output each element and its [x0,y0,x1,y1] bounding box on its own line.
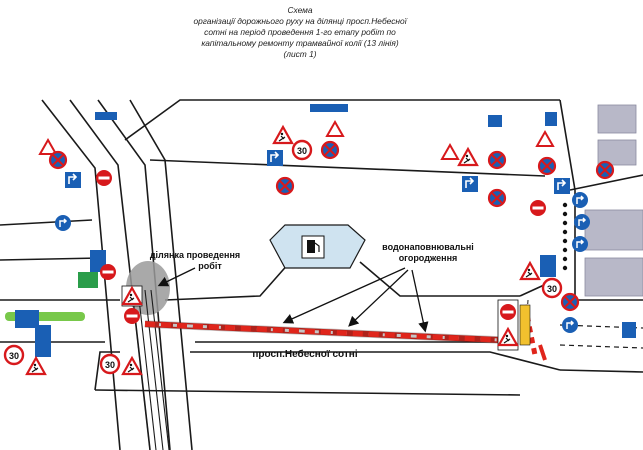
fuel-station-icon [307,240,315,253]
speed-limit-value: 30 [105,360,115,370]
roadworks-sign-icon [457,147,479,167]
no-stopping-sign-icon [48,150,68,170]
roadworks-sign-icon [25,356,47,376]
no-stopping-sign-icon [487,188,507,208]
scheme-title: Схема організації дорожнього руху на діл… [150,5,450,60]
buildings [584,104,643,297]
speed-limit-value: 30 [297,146,307,156]
keep-right-sign-icon [54,214,72,232]
street-name-label: просп.Небесної сотні [252,348,357,360]
no-entry-sign-icon [124,308,140,324]
no-entry-sign-icon [530,200,546,216]
speed-limit-value: 30 [9,351,19,361]
direction-arrow-sign-icon [78,272,98,288]
no-stopping-sign-icon [537,156,557,176]
no-stopping-sign-icon [595,160,615,180]
fuel-station-island [269,224,366,269]
roadworks-sign-icon [272,125,294,145]
roadworks-sign-icon [121,356,143,376]
road-network [0,99,643,450]
title-line: (лист 1) [283,49,317,59]
no-entry-sign-icon [100,264,116,280]
no-stopping-sign-icon [320,140,340,160]
no-stopping-sign-icon [487,150,507,170]
keep-right-sign-icon [573,213,591,231]
barriers-label: водонаповнювальні [382,242,474,252]
direction-arrow-sign-icon [15,310,39,328]
keep-right-sign-icon [571,191,589,209]
yield-sign-icon [536,131,554,147]
yield-sign-icon [326,121,344,137]
keep-right-sign-icon [571,235,589,253]
work-zone-label: робіт [198,261,222,271]
title-line: капітальному ремонту трамвайної колії (1… [201,38,399,48]
direction-arrow-sign-icon [95,104,557,127]
no-entry-sign-icon [96,170,112,186]
work-zone-label: ділянка проведення [150,250,240,260]
yield-sign-icon [39,139,57,155]
title-line: сотні на період проведення 1-го етапу ро… [204,27,396,37]
direction-arrow-sign-icon [35,325,51,357]
no-stopping-sign-icon [275,176,295,196]
water-barriers [144,304,547,361]
barriers-label: огородження [399,253,458,263]
yield-sign-icon [441,144,459,160]
direction-arrow-sign-icon [266,149,284,167]
title-line: Схема [287,5,313,15]
title-line: організації дорожнього руху на ділянці п… [193,16,407,26]
no-entry-sign-icon [500,304,516,320]
direction-arrow-sign-icon [622,322,636,338]
direction-arrow-sign-icon [461,175,479,193]
no-stopping-sign-icon [560,292,580,312]
roadworks-sign-icon [519,261,541,281]
keep-right-sign-icon [561,316,579,334]
direction-arrow-sign-icon [553,177,571,195]
direction-arrow-sign-icon [64,171,82,189]
speed-limit-value: 30 [547,284,557,294]
